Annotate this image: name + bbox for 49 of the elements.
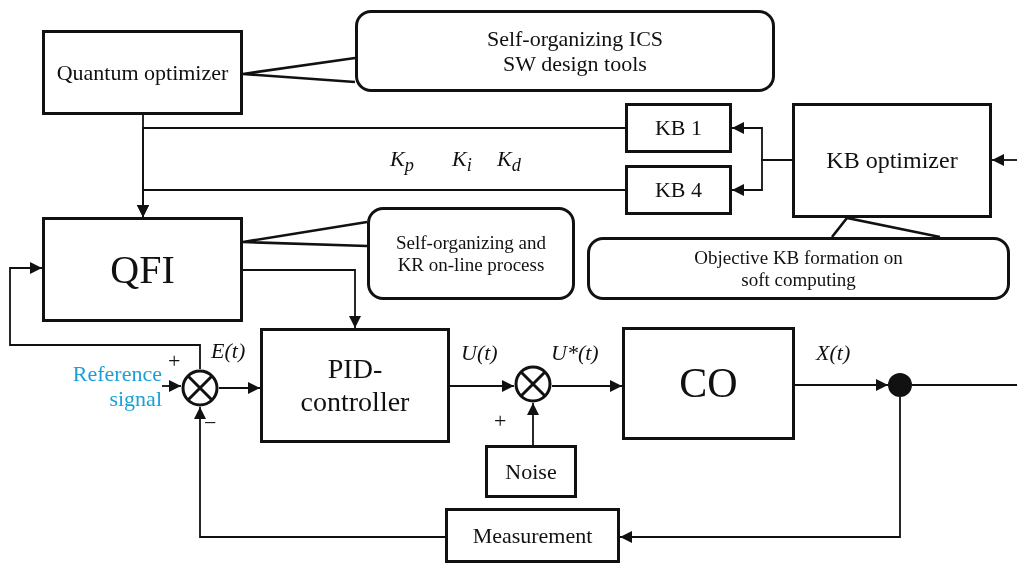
- block-label: KB 4: [654, 177, 703, 203]
- input-label: Reference signal: [71, 360, 162, 412]
- process-box: [42, 217, 243, 322]
- arrow: [991, 154, 1017, 166]
- process-box: [42, 30, 243, 115]
- block-label: Quantum optimizer: [56, 59, 229, 86]
- block-label: KB optimizer: [826, 146, 958, 175]
- signal-label: E(t): [210, 340, 247, 362]
- sign-label: +: [168, 350, 181, 372]
- gain-label: K$_{i}$: [452, 148, 472, 175]
- arrow: [9, 262, 201, 370]
- signal-label: U(t): [460, 342, 499, 364]
- sign-label: +: [494, 410, 507, 432]
- arrow: [194, 406, 446, 538]
- block-label: Self-organizing and KR on-line process: [395, 231, 547, 276]
- block-label: Measurement: [472, 522, 593, 549]
- block-label: Objective KB formation on soft computing: [693, 246, 904, 291]
- callout-bubble: [367, 207, 575, 300]
- arrow: [551, 380, 623, 392]
- process-box: [792, 103, 992, 218]
- arrow: [527, 402, 539, 446]
- arrow: [218, 382, 261, 394]
- arrow: [242, 269, 361, 329]
- callout-bubble: [355, 10, 775, 92]
- block-label: QFI: [110, 246, 175, 293]
- gain-label: K$_{d}$: [497, 148, 521, 175]
- gain-label: K$_{p}$: [390, 148, 414, 175]
- process-box: [260, 328, 450, 443]
- block-label: PID-controller: [299, 353, 411, 418]
- block-label: CO: [679, 359, 738, 408]
- arrow: [731, 159, 793, 196]
- connector-line: [911, 384, 1017, 386]
- block-label: Noise: [505, 458, 557, 485]
- signal-label: U*(t): [550, 342, 600, 364]
- process-box: [625, 103, 732, 153]
- sign-label: −: [204, 412, 217, 434]
- process-box: [625, 165, 732, 215]
- callout-bubble: [587, 237, 1010, 300]
- process-box: [485, 445, 577, 498]
- arrow: [161, 380, 182, 392]
- arrow: [137, 189, 626, 218]
- arrow: [619, 396, 901, 543]
- arrow: [794, 379, 889, 391]
- process-box: [445, 508, 620, 563]
- arrow: [449, 380, 515, 392]
- signal-label: X(t): [815, 342, 852, 364]
- process-box: [622, 327, 795, 440]
- block-label: Self-organizing ICS SW design tools: [485, 25, 665, 77]
- block-label: KB 1: [654, 115, 703, 141]
